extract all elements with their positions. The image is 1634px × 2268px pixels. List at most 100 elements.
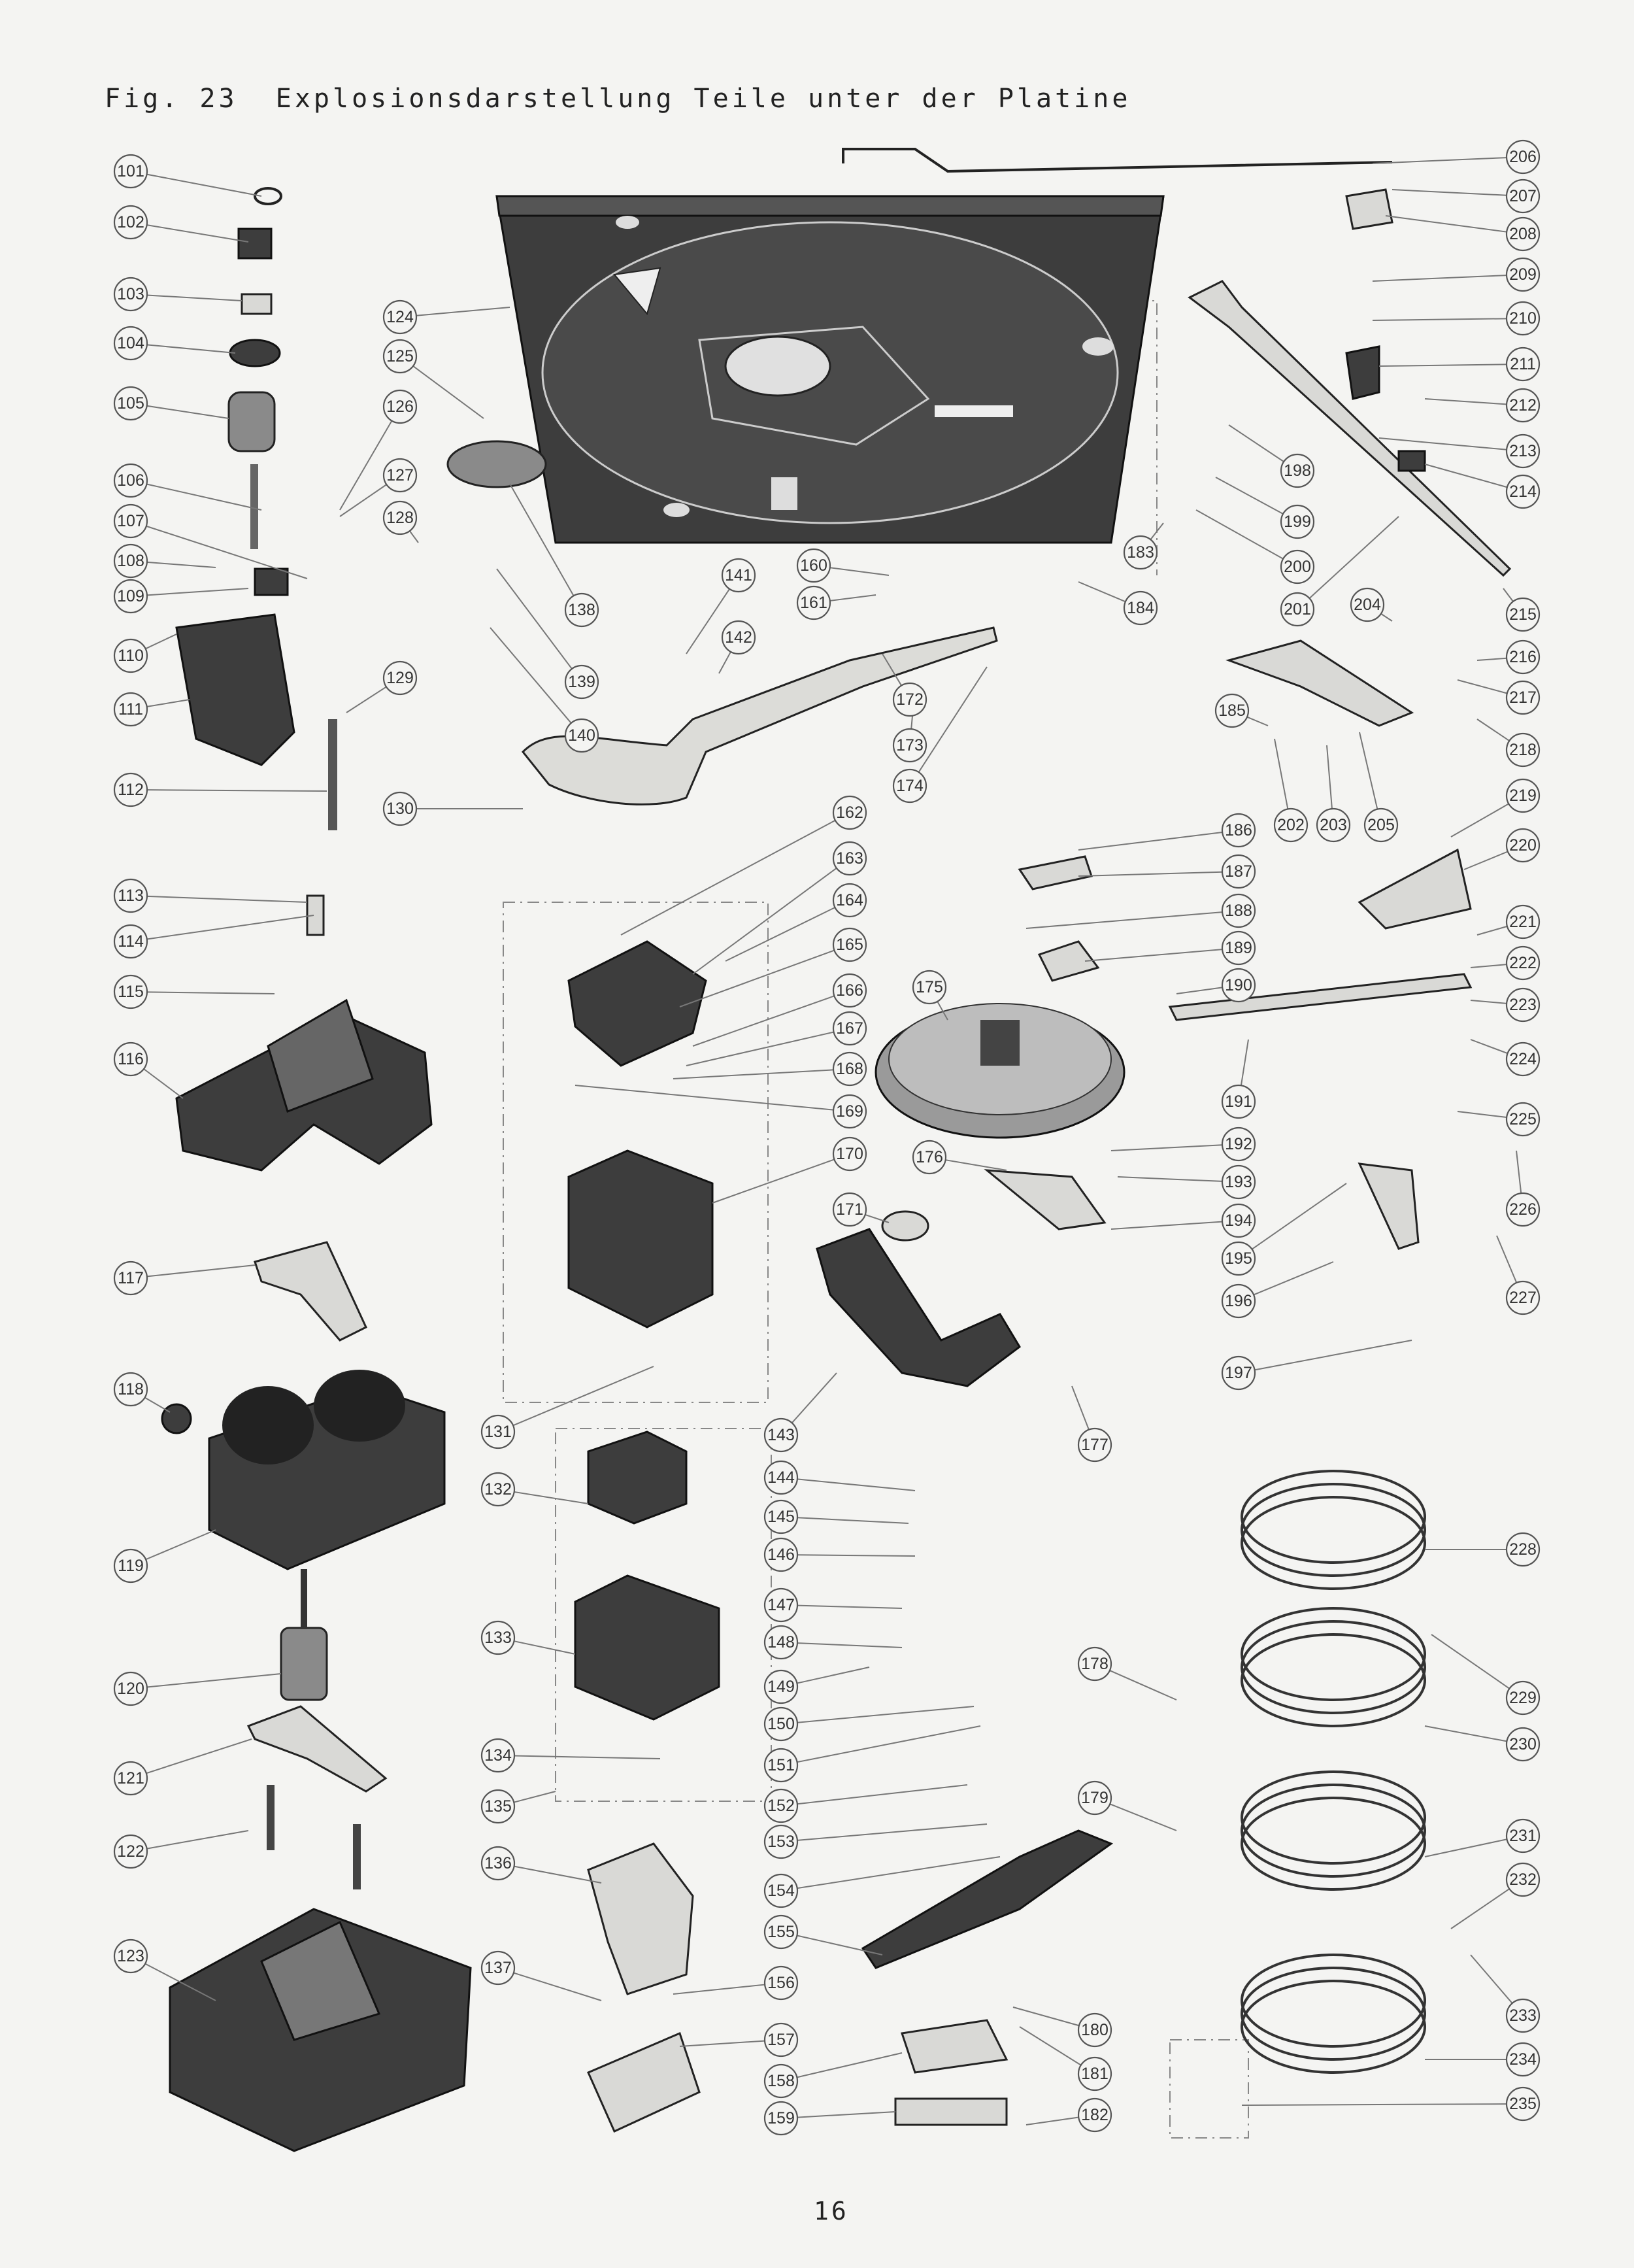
callout-131: 131 [480, 1414, 516, 1449]
callout-circle-114 [113, 924, 148, 959]
callout-circle-116 [113, 1041, 148, 1077]
callout-number-227: 227 [1509, 1289, 1537, 1307]
callout-135: 135 [480, 1789, 516, 1824]
callout-133: 133 [480, 1620, 516, 1655]
callout-number-107: 107 [117, 512, 144, 530]
callout-number-122: 122 [117, 1842, 144, 1861]
callout-158: 158 [763, 2063, 799, 2099]
callout-number-161: 161 [800, 594, 827, 612]
leader-line-123 [144, 1963, 216, 2001]
callout-195: 195 [1221, 1241, 1256, 1276]
leader-line-226 [1516, 1150, 1522, 1194]
callout-number-219: 219 [1509, 787, 1537, 805]
callout-number-198: 198 [1284, 462, 1311, 480]
callout-216: 216 [1505, 639, 1541, 675]
callout-number-121: 121 [117, 1769, 144, 1787]
callout-209: 209 [1505, 257, 1541, 292]
callout-circle-201 [1280, 592, 1315, 627]
callout-circle-122 [113, 1834, 148, 1869]
callout-179: 179 [1077, 1780, 1112, 1816]
callout-number-177: 177 [1081, 1436, 1109, 1454]
leader-line-211 [1378, 364, 1507, 367]
callout-235: 235 [1505, 2086, 1541, 2122]
callout-198: 198 [1280, 453, 1315, 488]
leader-line-158 [797, 2052, 903, 2078]
callout-number-191: 191 [1225, 1092, 1252, 1111]
callout-number-234: 234 [1509, 2050, 1537, 2069]
callout-number-208: 208 [1509, 225, 1537, 243]
leader-line-208 [1385, 215, 1507, 233]
callout-circle-103 [113, 277, 148, 312]
leader-line-189 [1084, 949, 1223, 962]
callout-circle-157 [763, 2022, 799, 2057]
callout-number-211: 211 [1510, 355, 1536, 373]
callout-circle-158 [763, 2063, 799, 2099]
callout-circle-133 [480, 1620, 516, 1655]
leader-line-102 [146, 224, 249, 243]
callout-circle-208 [1505, 216, 1541, 252]
callout-108: 108 [113, 543, 148, 579]
callout-218: 218 [1505, 732, 1541, 768]
callout-circle-215 [1505, 597, 1541, 632]
callout-circle-183 [1123, 535, 1158, 570]
callout-circle-177 [1077, 1427, 1112, 1463]
callout-circle-102 [113, 205, 148, 240]
leader-line-133 [514, 1640, 576, 1655]
callout-number-212: 212 [1509, 396, 1537, 415]
callout-circle-209 [1505, 257, 1541, 292]
callout-number-200: 200 [1284, 558, 1311, 576]
leader-line-229 [1431, 1634, 1510, 1689]
figure-title: Fig. 23 Explosionsdarstellung Teile unte… [105, 84, 1131, 114]
lift-155 [861, 1829, 1114, 1969]
callout-circle-176 [912, 1140, 947, 1175]
leader-line-110 [145, 634, 177, 650]
callout-number-152: 152 [767, 1797, 795, 1815]
callout-number-149: 149 [767, 1678, 795, 1696]
callout-202: 202 [1273, 807, 1309, 843]
callout-circle-112 [113, 772, 148, 807]
callout-112: 112 [113, 772, 148, 807]
callout-circle-151 [763, 1748, 799, 1783]
callout-circle-121 [113, 1761, 148, 1796]
callout-204: 204 [1350, 587, 1385, 622]
callout-number-165: 165 [836, 936, 863, 954]
callout-number-132: 132 [484, 1480, 512, 1498]
callout-number-110: 110 [118, 647, 144, 665]
callout-circle-231 [1505, 1818, 1541, 1853]
callout-circle-198 [1280, 453, 1315, 488]
callout-170: 170 [832, 1136, 867, 1172]
callout-168: 168 [832, 1051, 867, 1087]
callout-130: 130 [382, 791, 418, 826]
callout-number-114: 114 [118, 932, 144, 951]
callout-115: 115 [113, 974, 148, 1009]
leader-line-222 [1470, 964, 1507, 968]
callout-circle-166 [832, 973, 867, 1008]
rotor-120 [280, 1627, 328, 1701]
leader-line-220 [1463, 851, 1509, 870]
callout-circle-227 [1505, 1280, 1541, 1315]
callout-number-125: 125 [386, 347, 414, 365]
callout-circle-161 [796, 585, 831, 620]
leader-line-181 [1019, 2026, 1082, 2066]
leader-line-194 [1110, 1221, 1223, 1230]
callout-118: 118 [113, 1372, 148, 1407]
leader-line-137 [513, 1972, 602, 2001]
leader-line-146 [797, 1554, 916, 1557]
callout-165: 165 [832, 927, 867, 962]
callout-circle-162 [832, 795, 867, 830]
callout-205: 205 [1363, 807, 1399, 843]
callout-153: 153 [763, 1824, 799, 1859]
leader-line-134 [514, 1755, 661, 1759]
plate-159 [894, 2097, 1008, 2126]
leader-line-115 [146, 991, 275, 994]
callout-circle-146 [763, 1537, 799, 1572]
callout-127: 127 [382, 458, 418, 493]
callout-number-162: 162 [836, 804, 863, 822]
callout-number-172: 172 [896, 690, 924, 709]
leader-line-155 [797, 1935, 883, 1955]
leader-line-109 [146, 588, 249, 596]
callout-number-158: 158 [767, 2072, 795, 2090]
callout-number-134: 134 [484, 1746, 512, 1765]
callout-number-202: 202 [1277, 816, 1305, 834]
callout-105: 105 [113, 386, 148, 421]
